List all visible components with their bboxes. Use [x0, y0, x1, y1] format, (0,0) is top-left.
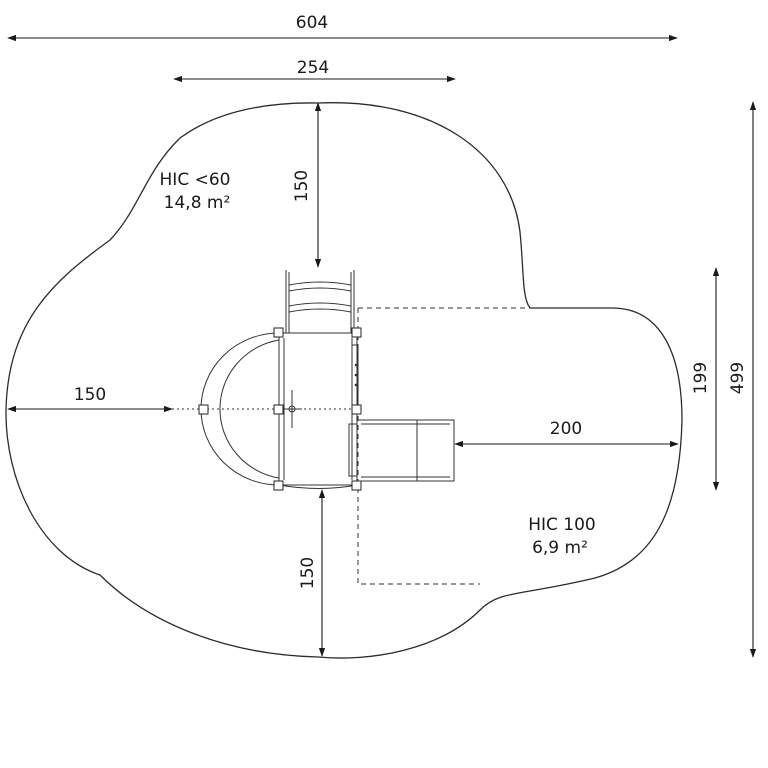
dimension-lines	[7, 34, 757, 658]
label-overall-height: 499	[728, 362, 748, 394]
post-top-left	[273, 327, 284, 338]
post-top-right	[351, 327, 362, 338]
label-right-zone-height: 199	[691, 362, 711, 394]
post-mid-left	[273, 404, 284, 415]
main-zone-area: 14,8 m²	[164, 193, 231, 213]
slide	[348, 419, 455, 482]
label-top-clearance: 150	[292, 170, 312, 202]
label-left-clearance: 150	[74, 385, 106, 405]
post-bottom-right	[351, 480, 362, 491]
label-overall-width: 604	[296, 13, 328, 33]
label-slide-clearance: 200	[550, 419, 582, 439]
tower-structure	[172, 270, 362, 491]
label-tower-width: 254	[297, 58, 329, 78]
steering-wheel	[172, 390, 357, 428]
post-curve-center	[198, 404, 209, 415]
post-mid-right	[351, 404, 362, 415]
ladder	[285, 270, 355, 333]
slide-zone-dashed-boundary	[357, 307, 530, 585]
post-bottom-left	[273, 480, 284, 491]
label-bottom-clearance: 150	[298, 557, 318, 589]
slide-zone-hic: HIC 100	[528, 515, 596, 535]
main-safety-zone-outline	[5, 102, 683, 659]
main-zone-hic: HIC <60	[160, 170, 231, 190]
slide-zone-area: 6,9 m²	[532, 538, 588, 558]
